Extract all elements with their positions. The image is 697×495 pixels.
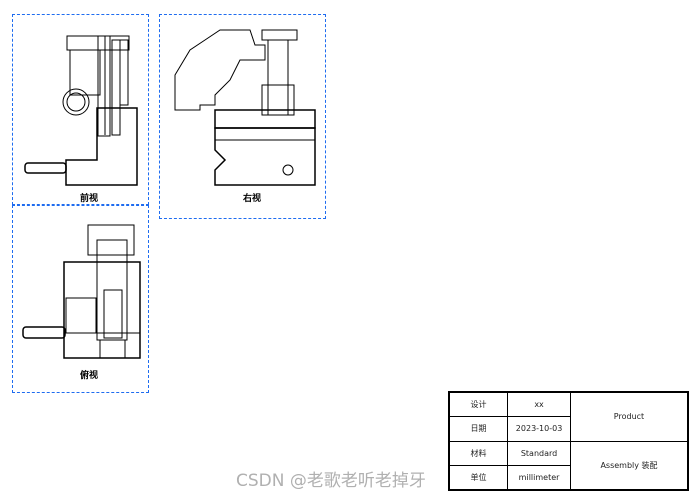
front-view-frame[interactable]	[12, 14, 149, 205]
front-view-label: 前视	[80, 194, 99, 204]
tb-label-date: 日期	[448, 416, 509, 442]
watermark: CSDN @老歌老听老掉牙	[236, 471, 426, 491]
tb-label-unit: 单位	[448, 464, 509, 491]
tb-value-date: 2023-10-03	[507, 416, 571, 442]
top-view-geometry	[22, 224, 141, 359]
side-view-frame[interactable]	[159, 14, 326, 219]
side-view-label: 右视	[243, 194, 262, 204]
tb-value-material: Standard	[507, 440, 571, 466]
tb-value-designer: xx	[507, 391, 571, 418]
front-view-geometry	[24, 35, 138, 186]
tb-label-material: 材料	[448, 440, 509, 466]
tb-drawing-name: Assembly 装配	[569, 440, 689, 490]
tb-label-designer: 设计	[448, 391, 509, 418]
top-view-label: 俯视	[80, 371, 99, 381]
tb-value-unit: millimeter	[507, 464, 571, 491]
top-view-frame[interactable]	[12, 205, 149, 393]
title-block: 设计 xx Product 日期 2023-10-03 材料 Standard …	[448, 391, 689, 491]
tb-product: Product	[569, 392, 689, 442]
side-view-geometry	[174, 29, 316, 186]
